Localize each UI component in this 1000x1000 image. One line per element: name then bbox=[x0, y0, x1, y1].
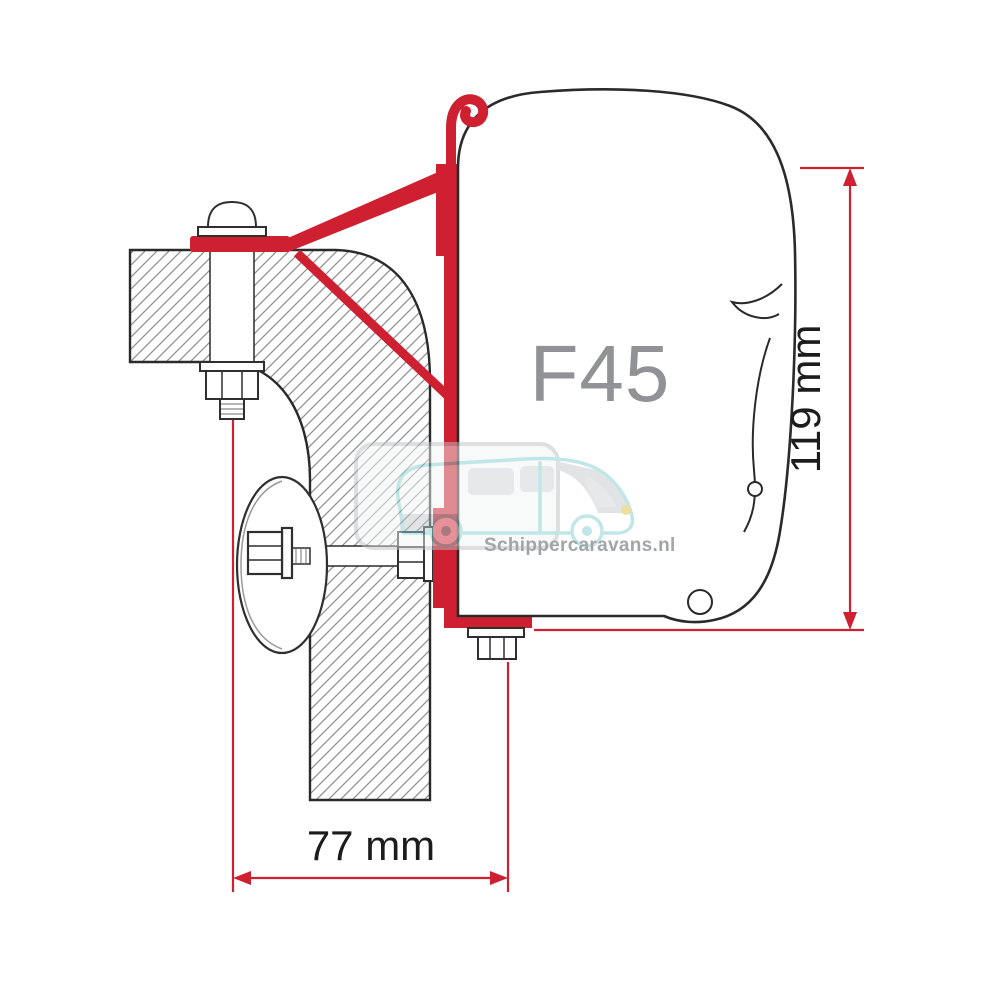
arrowhead-left bbox=[233, 871, 251, 885]
windshield bbox=[585, 476, 617, 507]
washer bbox=[197, 226, 267, 237]
dimension-width-label: 77 mm bbox=[307, 822, 435, 869]
washer bbox=[199, 361, 265, 372]
case-front-rail-seam bbox=[743, 337, 771, 533]
bracket-hook bbox=[446, 94, 489, 187]
dimension-width bbox=[231, 420, 510, 892]
dome-head bbox=[206, 200, 258, 228]
side-window bbox=[468, 468, 514, 495]
washer bbox=[467, 627, 525, 638]
hex-nut bbox=[205, 370, 259, 400]
bracket-diagonal-brace bbox=[293, 249, 453, 401]
van-body bbox=[396, 456, 635, 535]
bolt-head bbox=[246, 530, 284, 576]
bottom-bolt bbox=[467, 627, 525, 660]
arrowhead-down bbox=[843, 612, 857, 630]
arrowhead-up bbox=[843, 168, 857, 186]
washer bbox=[280, 526, 294, 580]
dimension-height bbox=[534, 166, 864, 632]
top-bolt bbox=[197, 200, 267, 420]
bracket-top-foot bbox=[190, 236, 290, 252]
watermark: Schippercaravans.nl bbox=[354, 442, 676, 556]
headlight bbox=[621, 505, 631, 515]
rail-hole bbox=[747, 481, 763, 497]
camper-van-icon bbox=[396, 456, 635, 548]
dimension-height-label: 119 mm bbox=[782, 325, 829, 474]
watermark-text: Schippercaravans.nl bbox=[484, 535, 676, 556]
roller-end bbox=[687, 589, 713, 615]
bolt-hole-top bbox=[209, 249, 255, 363]
cab-window bbox=[520, 466, 554, 492]
arrowhead-right bbox=[490, 871, 508, 885]
bracket-arm bbox=[288, 172, 438, 252]
hex-nut bbox=[477, 636, 517, 660]
backing-plate-assembly bbox=[235, 475, 329, 655]
product-label: F45 bbox=[530, 329, 671, 418]
case-seam-top bbox=[729, 283, 783, 319]
